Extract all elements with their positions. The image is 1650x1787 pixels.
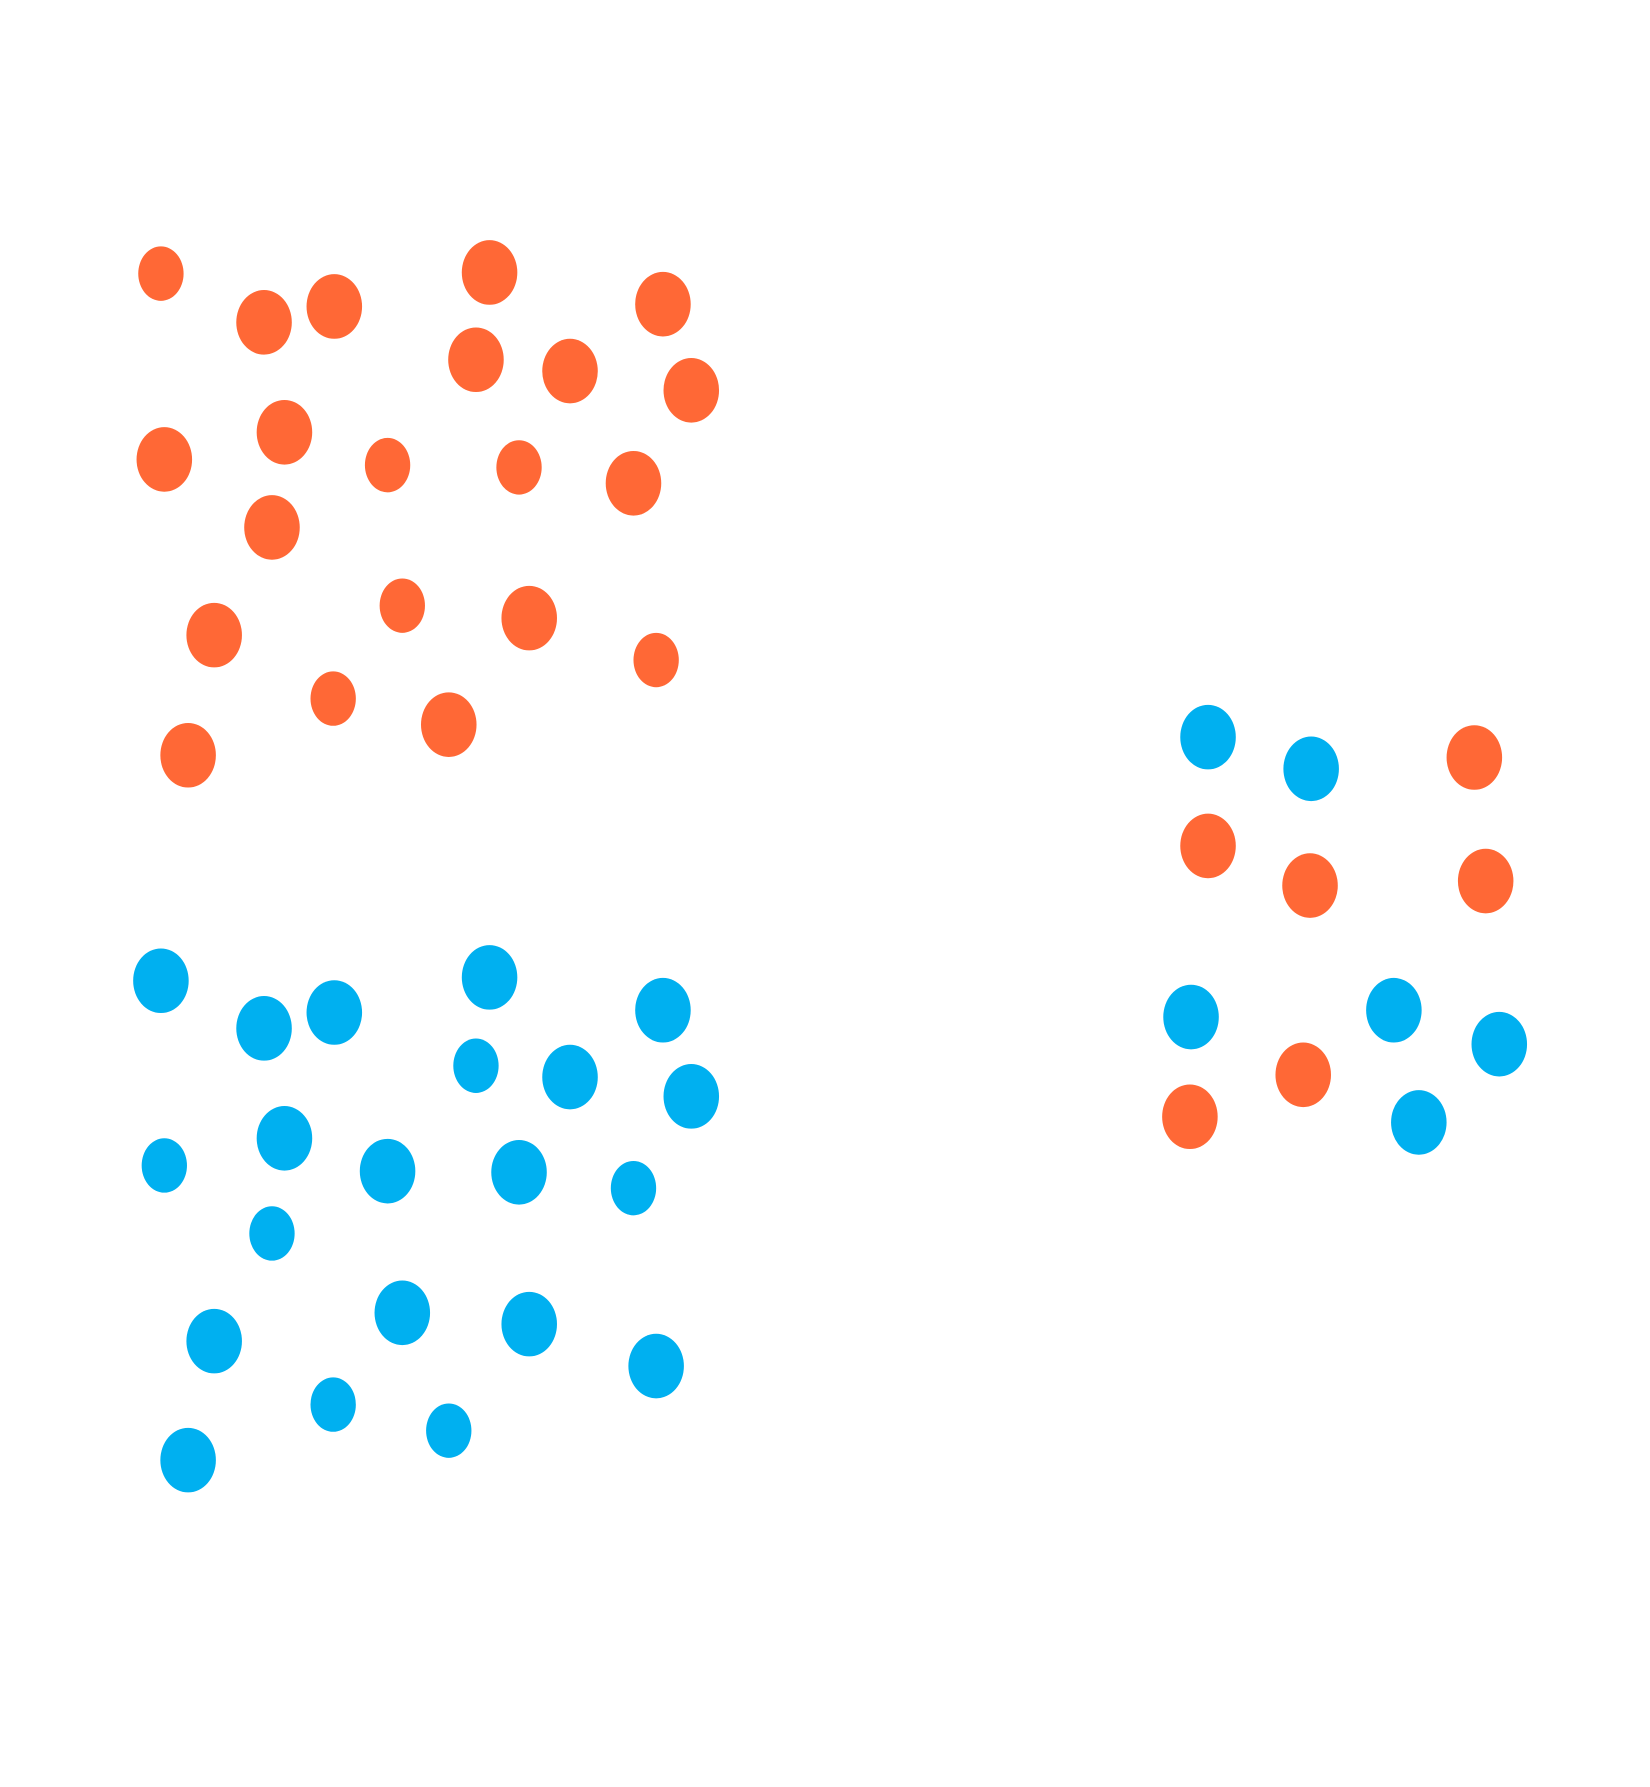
orange-dot	[256, 399, 313, 465]
orange-dot	[186, 602, 242, 668]
blue-dot	[310, 1377, 356, 1432]
bottom-left-cluster	[133, 945, 720, 1493]
blue-dot	[249, 1206, 295, 1261]
blue-dot	[635, 977, 691, 1043]
orange-dot	[1162, 1084, 1218, 1150]
blue-dot	[1366, 977, 1422, 1043]
orange-dot	[310, 671, 356, 726]
orange-dot	[461, 240, 518, 305]
orange-dot	[136, 427, 193, 492]
orange-dot	[364, 437, 411, 493]
orange-dot	[244, 495, 300, 560]
blue-dot	[256, 1105, 313, 1171]
orange-dot	[1282, 853, 1338, 918]
orange-dot	[542, 338, 598, 404]
orange-dot	[1180, 813, 1236, 879]
orange-dot	[379, 578, 425, 633]
orange-dot	[496, 440, 542, 495]
orange-dot	[635, 271, 691, 337]
blue-dot	[160, 1427, 216, 1493]
orange-dot	[138, 246, 184, 301]
orange-dot	[633, 632, 679, 688]
blue-dot	[542, 1044, 598, 1110]
orange-dot	[501, 585, 557, 651]
blue-dot	[359, 1138, 416, 1204]
blue-dot	[610, 1160, 657, 1216]
blue-dot	[1471, 1011, 1528, 1077]
right-mixed-cluster	[1162, 704, 1528, 1155]
blue-dot	[1283, 736, 1339, 802]
blue-dot	[453, 1038, 499, 1093]
blue-dot	[236, 996, 292, 1061]
blue-dot	[186, 1308, 242, 1374]
blue-dot	[426, 1403, 472, 1458]
orange-dot	[448, 327, 504, 393]
blue-dot	[1391, 1090, 1447, 1155]
orange-dot	[420, 692, 477, 757]
blue-dot	[374, 1280, 431, 1346]
orange-dot	[663, 358, 720, 423]
blue-dot	[306, 980, 363, 1045]
orange-dot	[236, 290, 292, 355]
orange-dot	[1457, 848, 1514, 914]
blue-dot	[1163, 984, 1219, 1050]
top-left-cluster	[136, 240, 720, 788]
orange-dot	[605, 450, 662, 516]
blue-dot	[461, 945, 518, 1010]
blue-dot	[663, 1064, 720, 1129]
blue-dot	[501, 1291, 557, 1357]
blue-dot	[628, 1333, 684, 1399]
blue-dot	[141, 1138, 187, 1193]
blue-dot	[133, 948, 189, 1014]
orange-dot	[160, 722, 216, 788]
orange-dot	[306, 274, 363, 339]
blue-dot	[1180, 704, 1236, 770]
blue-dot	[491, 1139, 547, 1205]
orange-dot	[1446, 725, 1503, 790]
orange-dot	[1275, 1042, 1331, 1108]
